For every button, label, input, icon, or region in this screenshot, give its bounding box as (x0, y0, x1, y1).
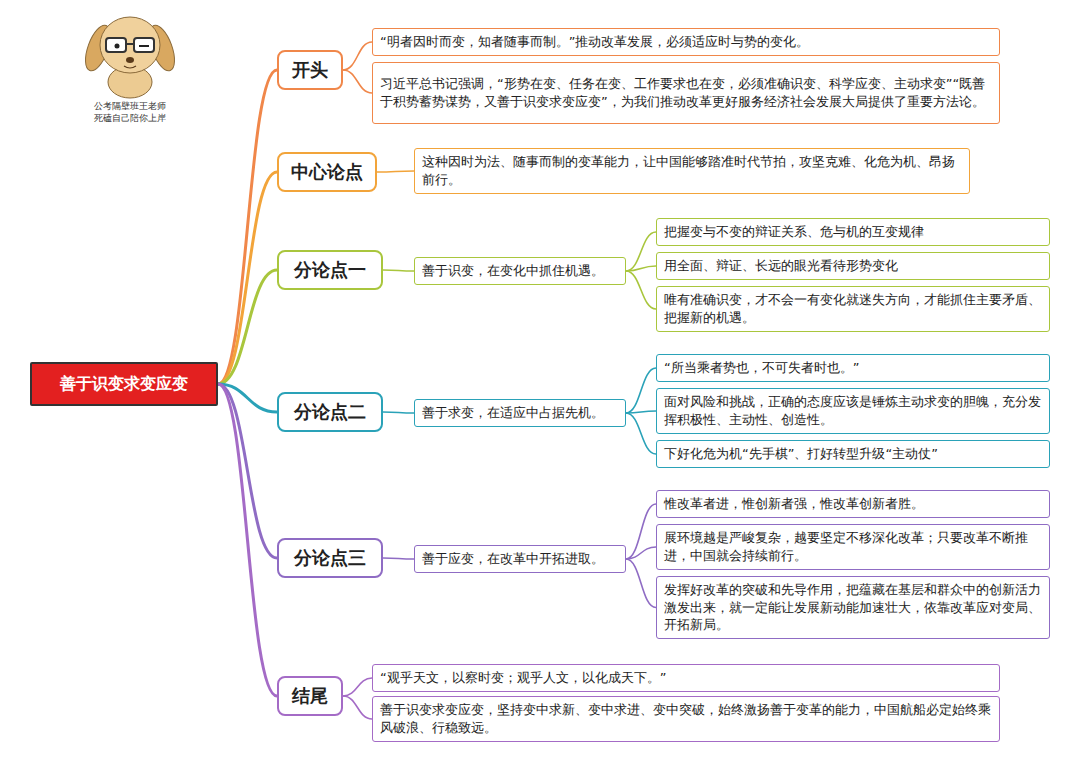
connector (626, 368, 656, 413)
node-text: “观乎天文，以察时变；观乎人文，以化成天下。” (380, 669, 666, 687)
caption-label: 死磕自己陪你上岸 (60, 112, 200, 125)
node-text: 唯有准确识变，才不会一有变化就迷失方向，才能抓住主要矛盾、把握新的机遇。 (664, 291, 1042, 326)
leaf-box: “明者因时而变，知者随事而制。”推动改革发展，必须适应时与势的变化。 (372, 28, 1000, 56)
dog-cartoon (80, 17, 179, 98)
connector (218, 270, 277, 384)
leaf-box: 展环境越是严峻复杂，越要坚定不移深化改革；只要改革不断推进，中国就会持续前行。 (656, 524, 1050, 570)
node-text: 善于识变求变应变，坚持变中求新、变中求进、变中突破，始终激扬善于变革的能力，中国… (380, 701, 992, 736)
leaf-box: 下好化危为机“先手棋”、打好转型升级“主动仗” (656, 440, 1050, 468)
node-text: 用全面、辩证、长远的眼光看待形势变化 (664, 257, 898, 275)
connector (218, 70, 277, 384)
node-text: 善于识变，在变化中抓住机遇。 (422, 262, 604, 280)
leaf-box: 用全面、辩证、长远的眼光看待形势变化 (656, 252, 1050, 280)
node-text: 善于求变，在适应中占据先机。 (422, 404, 604, 422)
connector (383, 270, 414, 271)
leaf-box: “观乎天文，以察时变；观乎人文，以化成天下。” (372, 664, 1000, 692)
node-text: 分论点二 (294, 400, 366, 424)
branch-box: 中心论点 (277, 152, 377, 192)
connector (343, 70, 372, 93)
node-text: 下好化危为机“先手棋”、打好转型升级“主动仗” (664, 445, 938, 463)
connector (626, 559, 656, 608)
sub-box: 善于求变，在适应中占据先机。 (414, 399, 626, 427)
leaf-box: “所当乘者势也，不可失者时也。” (656, 354, 1050, 382)
connector (218, 384, 277, 696)
branch-box: 分论点一 (277, 250, 383, 290)
node-text: 面对风险和挑战，正确的态度应该是锤炼主动求变的胆魄，充分发挥积极性、主动性、创造… (664, 393, 1042, 428)
node-text: 善于识变求变应变 (60, 374, 188, 395)
leaf-box: 面对风险和挑战，正确的态度应该是锤炼主动求变的胆魄，充分发挥积极性、主动性、创造… (656, 388, 1050, 434)
root-box: 善于识变求变应变 (30, 362, 218, 406)
connector (626, 232, 656, 271)
node-text: 分论点一 (294, 258, 366, 282)
branch-box: 开头 (277, 50, 343, 90)
node-text: 展环境越是严峻复杂，越要坚定不移深化改革；只要改革不断推进，中国就会持续前行。 (664, 529, 1042, 564)
connector (383, 412, 414, 413)
node-text: “所当乘者势也，不可失者时也。” (664, 359, 859, 377)
leaf-box: 习近平总书记强调，“形势在变、任务在变、工作要求也在变，必须准确识变、科学应变、… (372, 62, 1000, 124)
node-text: 发挥好改革的突破和先导作用，把蕴藏在基层和群众中的创新活力激发出来，就一定能让发… (664, 581, 1042, 634)
connector (377, 171, 414, 172)
leaf-box: 惟改革者进，惟创新者强，惟改革创新者胜。 (656, 490, 1050, 518)
connector (343, 678, 372, 696)
node-text: 善于应变，在改革中开拓进取。 (422, 550, 604, 568)
branch-box: 分论点三 (277, 538, 383, 578)
branch-box: 分论点二 (277, 392, 383, 432)
leaf-box: 发挥好改革的突破和先导作用，把蕴藏在基层和群众中的创新活力激发出来，就一定能让发… (656, 576, 1050, 639)
node-text: “明者因时而变，知者随事而制。”推动改革发展，必须适应时与势的变化。 (380, 33, 809, 51)
leaf-box: 把握变与不变的辩证关系、危与机的互变规律 (656, 218, 1050, 246)
connector (383, 558, 414, 559)
connector (626, 411, 656, 413)
leaf-box: 唯有准确识变，才不会一有变化就迷失方向，才能抓住主要矛盾、把握新的机遇。 (656, 286, 1050, 332)
branch-box: 结尾 (277, 676, 343, 716)
leaf-box: 这种因时为法、随事而制的变革能力，让中国能够踏准时代节拍，攻坚克难、化危为机、昂… (414, 148, 970, 194)
node-text: 习近平总书记强调，“形势在变、任务在变、工作要求也在变，必须准确识变、科学应变、… (380, 75, 992, 110)
connector (626, 504, 656, 559)
connector (343, 696, 372, 719)
node-text: 分论点三 (294, 546, 366, 570)
node-text: 惟改革者进，惟创新者强，惟改革创新者胜。 (664, 495, 924, 513)
connector (626, 413, 656, 454)
node-text: 结尾 (292, 684, 328, 708)
connector (218, 172, 277, 384)
node-text: 中心论点 (291, 160, 363, 184)
connector (626, 547, 656, 559)
node-text: 开头 (292, 58, 328, 82)
node-text: 这种因时为法、随事而制的变革能力，让中国能够踏准时代节拍，攻坚克难、化危为机、昂… (422, 153, 962, 188)
node-text: 把握变与不变的辩证关系、危与机的互变规律 (664, 223, 924, 241)
sub-box: 善于应变，在改革中开拓进取。 (414, 545, 626, 573)
connector (626, 266, 656, 271)
sub-box: 善于识变，在变化中抓住机遇。 (414, 257, 626, 285)
leaf-box: 善于识变求变应变，坚持变中求新、变中求进、变中突破，始终激扬善于变革的能力，中国… (372, 696, 1000, 742)
connector (626, 271, 656, 309)
caption-label: 公考隔壁班王老师 (60, 100, 200, 113)
connector (343, 42, 372, 70)
